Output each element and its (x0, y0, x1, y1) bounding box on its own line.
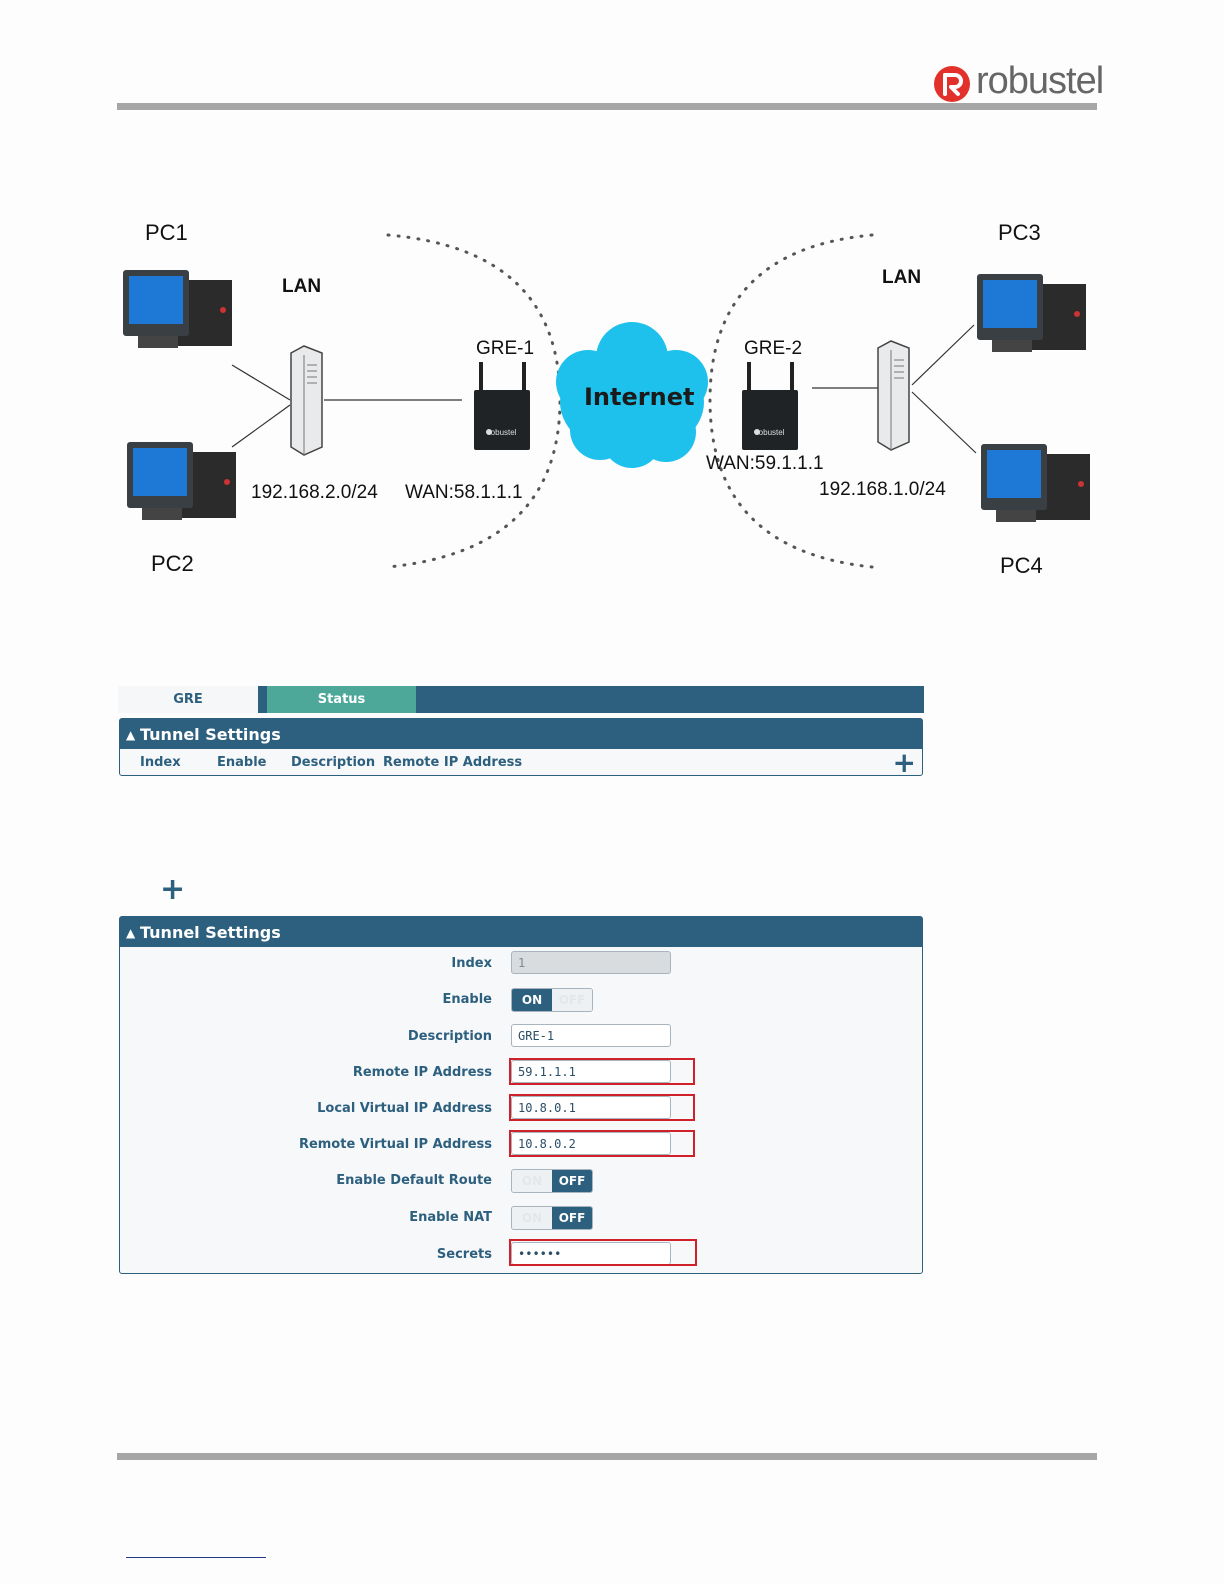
enable-toggle-on: ON (512, 989, 552, 1011)
label-lan-right: LAN (882, 267, 922, 288)
robustel-logo-text: robustel (976, 60, 1104, 102)
label-wan-right: WAN:59.1.1.1 (706, 453, 824, 474)
default-route-toggle-on: ON (512, 1170, 552, 1192)
remote-ip-label: Remote IP Address (352, 1065, 492, 1080)
right-switch-icon (877, 340, 910, 451)
enable-label: Enable (442, 992, 493, 1007)
footer-rule (117, 1453, 1097, 1460)
remote-virtual-ip-input[interactable]: 10.8.0.2 (511, 1132, 671, 1155)
default-route-toggle-off: OFF (552, 1170, 592, 1192)
pc1-icon (123, 270, 232, 348)
description-input[interactable]: GRE-1 (511, 1024, 671, 1047)
tunnel-form-title: Tunnel Settings (140, 923, 281, 942)
default-route-label: Enable Default Route (336, 1173, 492, 1188)
label-pc3: PC3 (998, 220, 1041, 245)
column-description: Description (291, 755, 376, 770)
nat-toggle-off: OFF (552, 1207, 592, 1229)
right-dotted-arc (708, 233, 874, 569)
index-field: 1 (511, 951, 671, 974)
nat-label: Enable NAT (409, 1210, 492, 1225)
enable-toggle[interactable]: ON OFF (511, 988, 593, 1012)
tab-gre[interactable]: GRE (118, 686, 258, 713)
tunnel-list-panel: ▲ Tunnel Settings Index Enable Descriptio… (119, 718, 923, 779)
secrets-highlight (509, 1239, 697, 1266)
gre1-router-icon (474, 362, 530, 450)
local-virtual-ip-highlight (509, 1094, 695, 1121)
label-pc2: PC2 (151, 551, 194, 576)
left-switch-icon (290, 345, 323, 456)
tunnel-form-header[interactable]: ▲ Tunnel Settings (120, 917, 922, 947)
add-button-plus-icon: + (160, 872, 186, 907)
column-index: Index (140, 755, 181, 770)
local-virtual-ip-input[interactable]: 10.8.0.1 (511, 1096, 671, 1119)
label-router1-brand: robustel (488, 428, 517, 437)
robustel-logo: robustel (932, 60, 1104, 104)
label-gre1: GRE-1 (476, 338, 535, 359)
enable-toggle-off: OFF (552, 989, 592, 1011)
link-pc1-switch (231, 364, 291, 401)
label-router2-brand: robustel (756, 428, 785, 437)
nat-toggle-on: ON (512, 1207, 552, 1229)
label-subnet-right: 192.168.1.0/24 (819, 479, 946, 500)
label-pc1: PC1 (145, 220, 188, 245)
tunnel-list-header[interactable]: ▲ Tunnel Settings (120, 719, 922, 749)
remote-ip-input[interactable]: 59.1.1.1 (511, 1060, 671, 1083)
label-subnet-left: 192.168.2.0/24 (251, 482, 378, 503)
add-tunnel-plus-icon[interactable]: + (892, 746, 916, 779)
robustel-logo-icon (934, 66, 970, 102)
label-pc4: PC4 (1000, 553, 1043, 578)
tunnel-form-panel: ▲ Tunnel Settings Index 1 Enable ON OFF D… (119, 916, 923, 1274)
collapse-caret-icon[interactable]: ▲ (126, 926, 136, 940)
tab-status[interactable]: Status (267, 686, 416, 713)
label-wan-left: WAN:58.1.1.1 (405, 482, 523, 503)
footnote-line (126, 1557, 266, 1558)
column-remote-ip: Remote IP Address (383, 755, 523, 770)
pc2-icon (127, 442, 236, 520)
gre2-router-icon (742, 362, 798, 450)
column-enable: Enable (217, 755, 267, 770)
local-virtual-ip-label: Local Virtual IP Address (317, 1101, 492, 1116)
remote-virtual-ip-highlight (509, 1130, 695, 1157)
remote-virtual-ip-label: Remote Virtual IP Address (298, 1137, 492, 1152)
label-lan-left: LAN (282, 276, 322, 297)
internet-cloud-icon (556, 322, 708, 468)
left-dotted-arc (386, 233, 562, 569)
tunnel-list-title: Tunnel Settings (140, 725, 281, 744)
remote-ip-highlight (509, 1058, 695, 1085)
link-pc2-switch (231, 404, 291, 448)
index-label: Index (451, 956, 492, 971)
link-switch-pc4 (911, 391, 977, 454)
tab-bar: GRE Status (118, 686, 924, 713)
pc3-icon (977, 274, 1086, 352)
link-switch-pc3 (911, 324, 975, 386)
header-rule (117, 103, 1097, 110)
default-route-toggle[interactable]: ON OFF (511, 1169, 593, 1193)
label-gre2: GRE-2 (744, 338, 803, 359)
nat-toggle[interactable]: ON OFF (511, 1206, 593, 1230)
diagram-graphics (123, 233, 1090, 569)
gre-network-diagram: PC1 PC2 PC3 PC4 LAN LAN GRE-1 GRE-2 Inte… (110, 210, 1110, 590)
collapse-caret-icon[interactable]: ▲ (126, 728, 136, 742)
label-internet: Internet (584, 383, 695, 411)
secrets-label: Secrets (436, 1247, 492, 1262)
description-label: Description (407, 1029, 492, 1044)
pc4-icon (981, 444, 1090, 522)
